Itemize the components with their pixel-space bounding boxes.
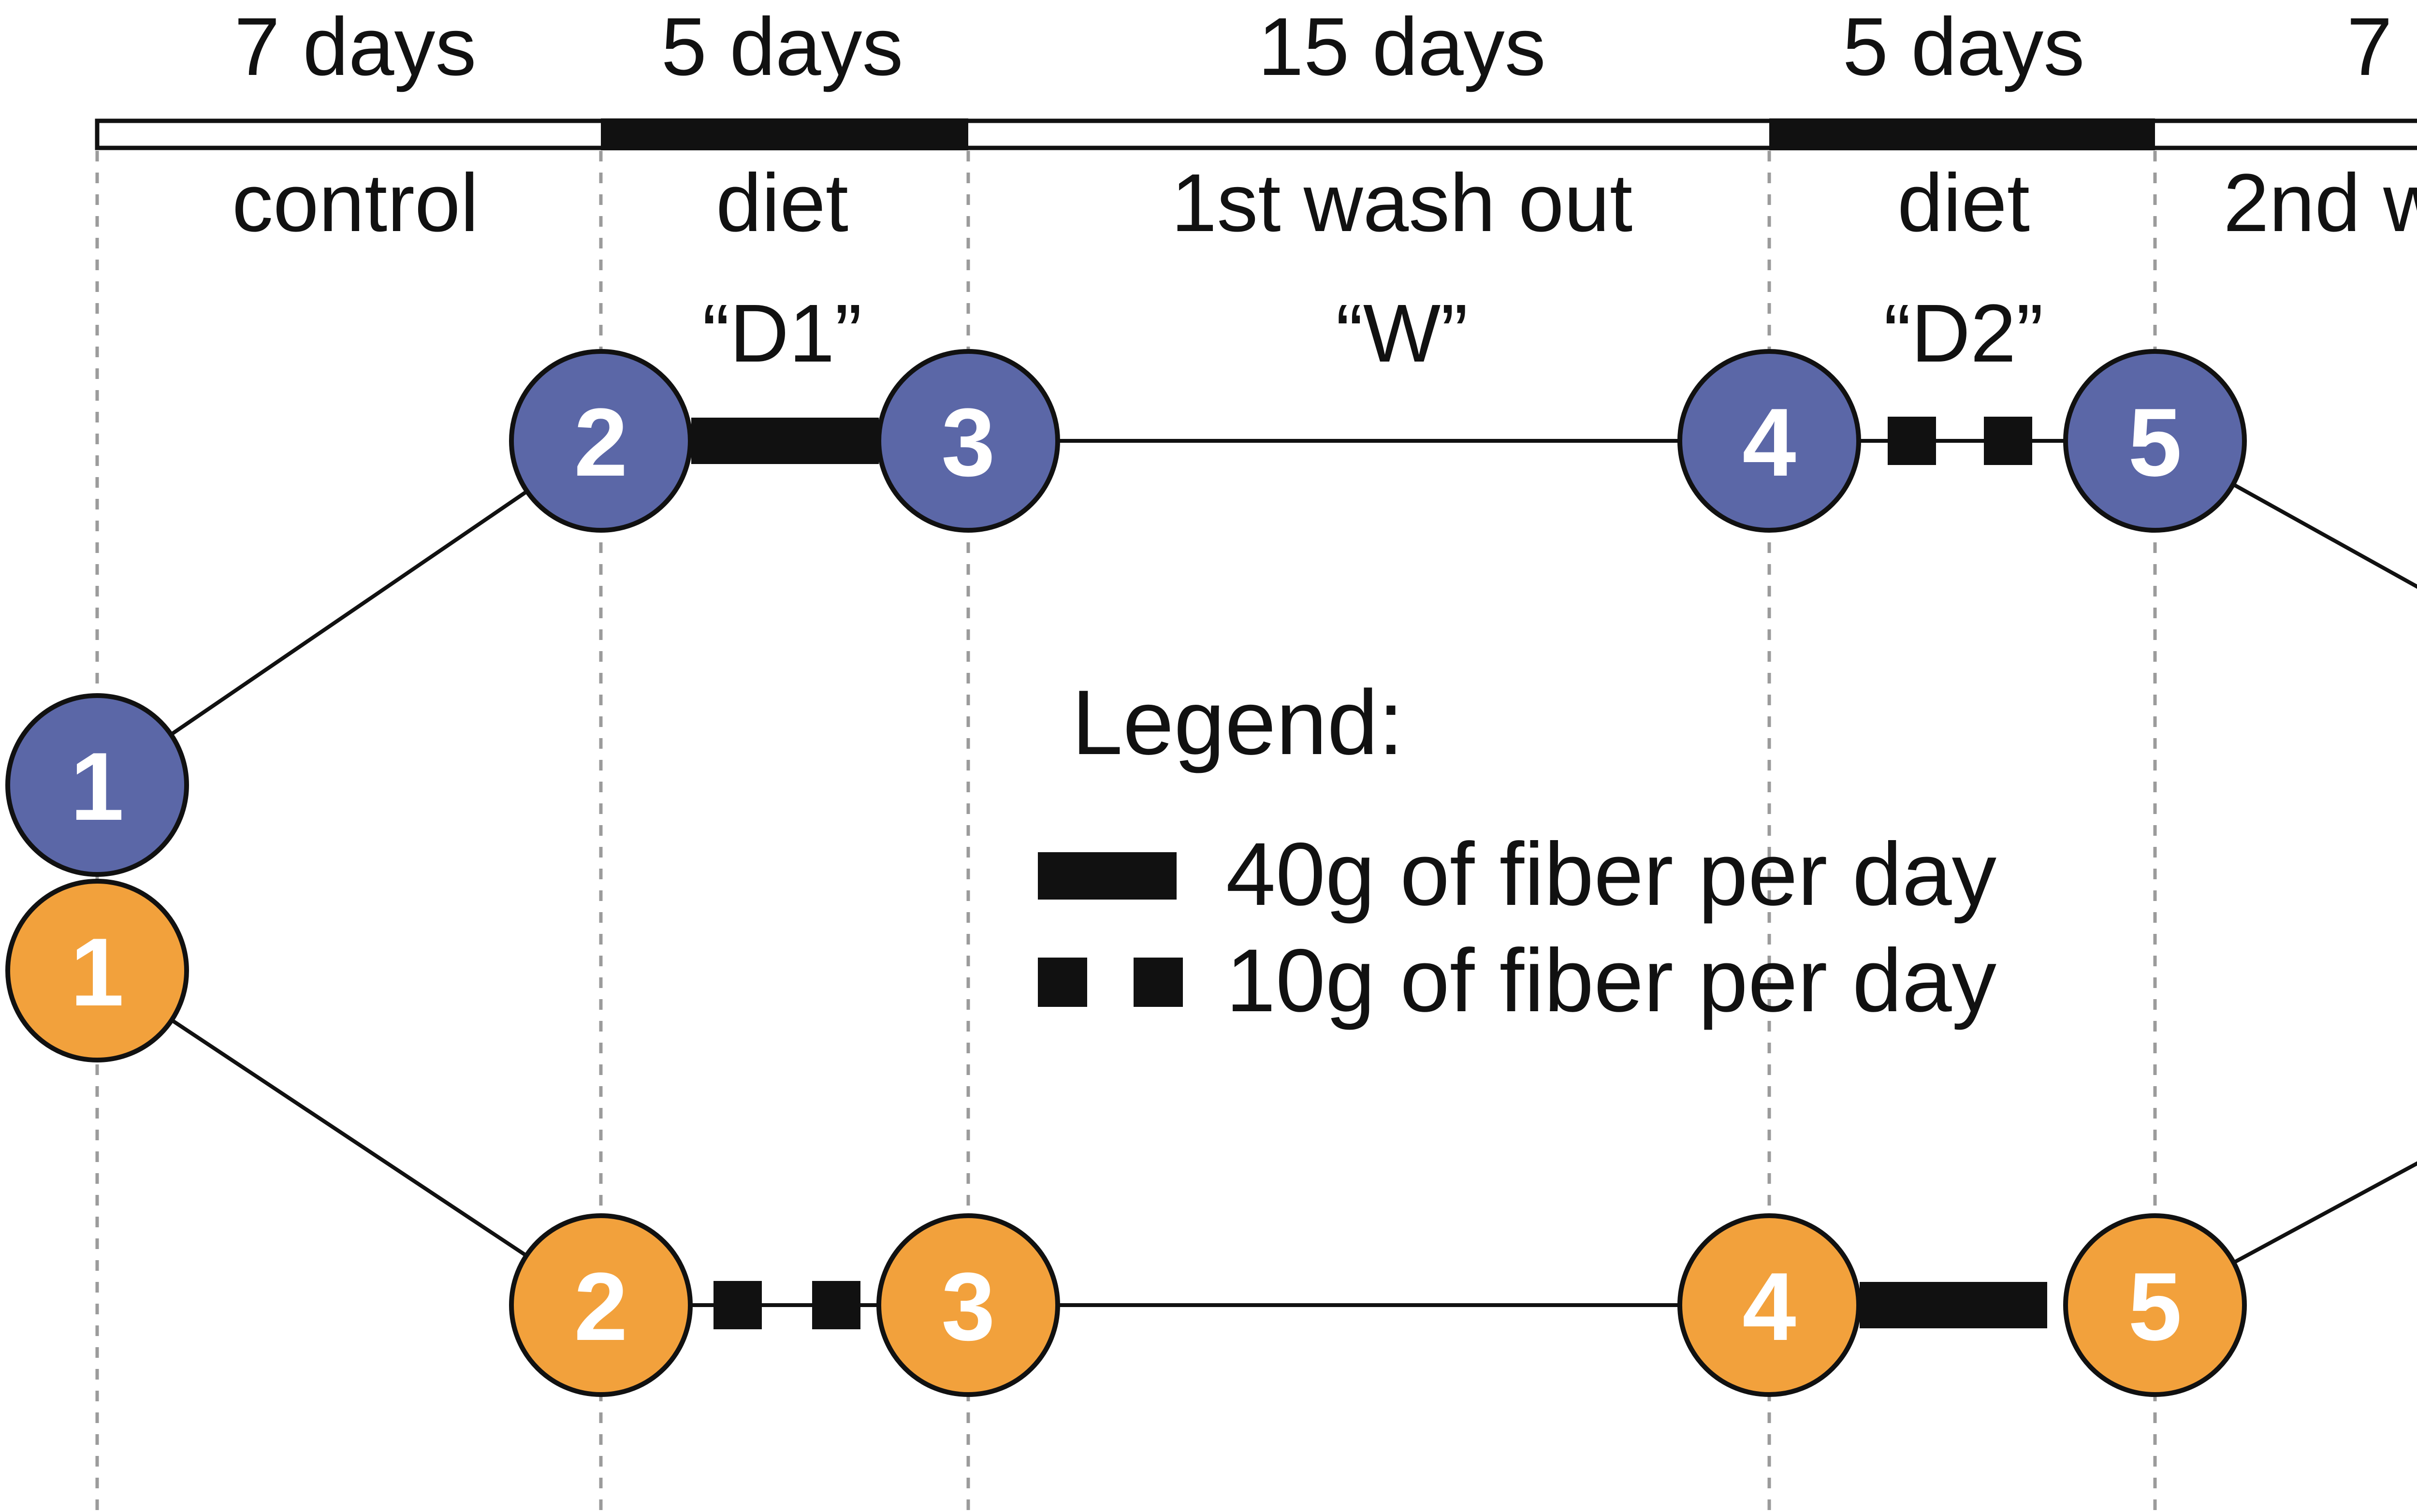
legend: Legend: 40g of fiber per day 10g of fibe… bbox=[1038, 671, 1997, 1031]
legend-title: Legend: bbox=[1072, 671, 1404, 774]
orange-link-5-6 bbox=[2154, 1161, 2417, 1307]
phase-label-washout1: 1st wash out bbox=[1171, 157, 1632, 249]
code-label-d2: “D2” bbox=[1884, 288, 2044, 379]
legend-item-label: 10g of fiber per day bbox=[1226, 931, 1997, 1031]
blue-square-link-4-5-a bbox=[1888, 417, 1936, 465]
blue-square-link-4-5-b bbox=[1984, 417, 2032, 465]
orange-link-1-2 bbox=[96, 969, 602, 1307]
node-orange-1: 1 bbox=[5, 879, 189, 1062]
duration-label-control: 7 days bbox=[234, 1, 477, 93]
node-label: 5 bbox=[2128, 389, 2182, 496]
blue-link-5-6 bbox=[2154, 439, 2417, 589]
orange-arm: 1 2 3 4 5 6 bbox=[5, 879, 2247, 1397]
node-label: 5 bbox=[2128, 1253, 2182, 1361]
node-blue-1: 1 bbox=[5, 693, 189, 877]
orange-square-link-2-3-a bbox=[713, 1281, 762, 1329]
two-squares-swatch-b bbox=[1134, 958, 1183, 1007]
period-code-labels: “D1” “W” “D2” bbox=[702, 288, 2044, 379]
node-label: 2 bbox=[574, 389, 627, 496]
duration-label-washout1: 15 days bbox=[1258, 1, 1545, 93]
node-orange-5: 5 bbox=[2063, 1213, 2247, 1397]
legend-item-40g: 40g of fiber per day bbox=[1038, 825, 1997, 924]
node-label: 2 bbox=[574, 1253, 627, 1361]
duration-label-diet2: 5 days bbox=[1843, 1, 2085, 93]
node-orange-4: 4 bbox=[1677, 1213, 1861, 1397]
solid-bar-swatch bbox=[1038, 852, 1177, 900]
duration-label-washout2: 7 days bbox=[2347, 1, 2417, 93]
timeline-bar bbox=[95, 118, 2417, 150]
node-label: 3 bbox=[941, 389, 995, 496]
node-blue-3: 3 bbox=[876, 349, 1060, 533]
code-label-w: “W” bbox=[1336, 288, 1468, 379]
node-circle bbox=[1677, 1213, 1861, 1397]
node-orange-3: 3 bbox=[876, 1213, 1060, 1397]
code-label-d1: “D1” bbox=[702, 288, 862, 379]
dose-links bbox=[691, 417, 2047, 1329]
phase-label-diet2: diet bbox=[1897, 157, 2030, 249]
two-squares-swatch-a bbox=[1038, 958, 1087, 1007]
node-circle bbox=[5, 693, 189, 877]
node-circle bbox=[509, 349, 693, 533]
node-orange-2: 2 bbox=[509, 1213, 693, 1397]
node-label: 4 bbox=[1742, 1253, 1796, 1361]
node-label: 1 bbox=[70, 733, 124, 841]
blue-arm: 1 2 3 4 5 6 bbox=[5, 349, 2247, 877]
diet1-bar-segment bbox=[601, 118, 968, 150]
orange-square-link-2-3-b bbox=[812, 1281, 860, 1329]
node-circle bbox=[876, 349, 1060, 533]
blue-thick-link-2-3 bbox=[691, 418, 879, 464]
node-circle bbox=[1677, 349, 1861, 533]
duration-label-diet1: 5 days bbox=[661, 1, 903, 93]
diet2-bar-segment bbox=[1769, 118, 2155, 150]
node-label: 1 bbox=[70, 918, 124, 1026]
orange-thick-link-4-5 bbox=[1860, 1282, 2047, 1328]
phase-label-washout2: 2nd wash out bbox=[2223, 157, 2417, 249]
node-circle bbox=[509, 1213, 693, 1397]
legend-item-10g: 10g of fiber per day bbox=[1038, 931, 1997, 1031]
legend-item-label: 40g of fiber per day bbox=[1226, 825, 1997, 924]
phase-label-diet1: diet bbox=[716, 157, 848, 249]
phase-labels: control diet 1st wash out diet 2nd wash … bbox=[232, 157, 2417, 249]
phase-label-control: control bbox=[232, 157, 479, 249]
node-label: 4 bbox=[1742, 389, 1796, 496]
duration-labels: 7 days 5 days 15 days 5 days 7 days bbox=[234, 1, 2417, 93]
node-circle bbox=[2063, 1213, 2247, 1397]
node-blue-5: 5 bbox=[2063, 349, 2247, 533]
blue-link-1-2 bbox=[96, 439, 602, 787]
node-circle bbox=[2063, 349, 2247, 533]
node-blue-4: 4 bbox=[1677, 349, 1861, 533]
node-blue-2: 2 bbox=[509, 349, 693, 533]
node-circle bbox=[876, 1213, 1060, 1397]
node-label: 3 bbox=[941, 1253, 995, 1361]
node-circle bbox=[5, 879, 189, 1062]
